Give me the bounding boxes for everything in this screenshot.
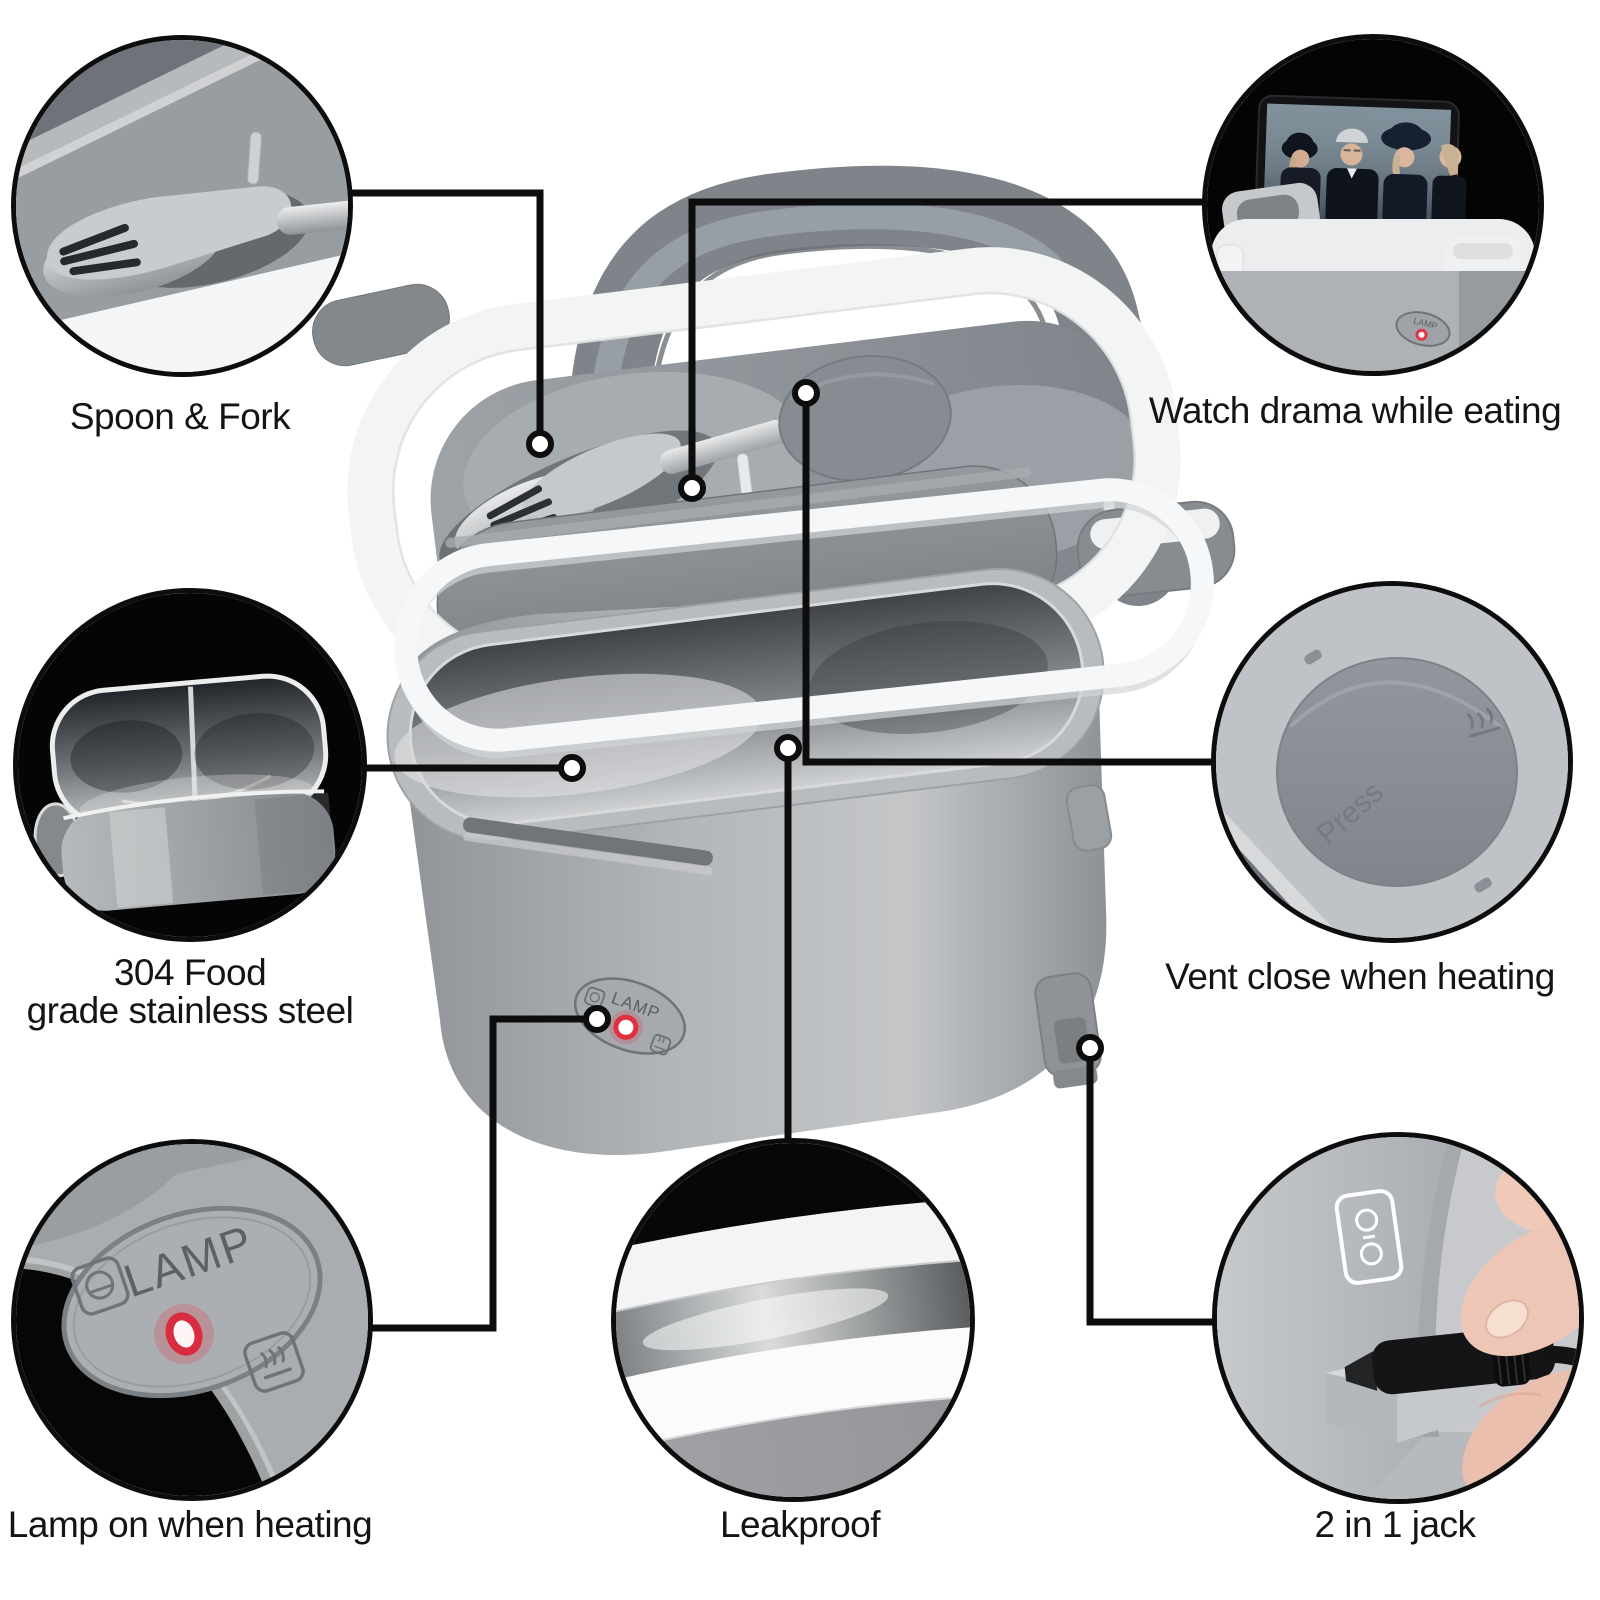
lamp-callout: LAMP bbox=[11, 1139, 373, 1501]
lid-left-tab bbox=[312, 283, 450, 367]
connector-drama bbox=[688, 198, 1208, 488]
vent-label: Vent close when heating bbox=[1165, 956, 1555, 997]
steel-tray bbox=[33, 673, 337, 911]
stainless-steel-label: 304 Food grade stainless steel bbox=[27, 954, 354, 1029]
silicone-gasket-ring bbox=[394, 478, 1214, 759]
connector-spoon bbox=[346, 189, 544, 444]
bowl-icon bbox=[70, 1256, 130, 1316]
anchor-dot bbox=[678, 474, 706, 502]
front-groove bbox=[463, 817, 713, 866]
seal-layers bbox=[616, 1143, 970, 1497]
watch-drama-label: Watch drama while eating bbox=[1148, 390, 1562, 431]
stainless-steel-callout bbox=[13, 588, 367, 942]
side-clip bbox=[1065, 784, 1113, 852]
spork-closeup bbox=[43, 186, 348, 298]
fingernail bbox=[1485, 1299, 1529, 1339]
stainless-steel-label-line2: grade stainless steel bbox=[26, 989, 354, 1031]
anchor-dot bbox=[583, 1005, 611, 1033]
watch-drama-callout: LAMP bbox=[1202, 34, 1544, 376]
lid-pin-closeup bbox=[247, 131, 262, 185]
vent-callout: Press bbox=[1211, 581, 1573, 943]
anchor-dot bbox=[1076, 1034, 1104, 1062]
led-indicator bbox=[613, 1014, 639, 1040]
leakproof-label: Leakproof bbox=[719, 1504, 881, 1545]
led-indicator bbox=[165, 1312, 203, 1356]
steam-icon bbox=[1466, 707, 1501, 738]
leakproof-callout bbox=[611, 1138, 975, 1502]
lamp-control-panel: LAMP bbox=[573, 977, 687, 1056]
stainless-steel-label-line1: 304 Food bbox=[113, 952, 267, 993]
anchor-dot bbox=[792, 379, 820, 407]
vent-cap: Press bbox=[1276, 649, 1518, 893]
power-socket-icon bbox=[1334, 1189, 1404, 1285]
spoon-fork-callout bbox=[11, 35, 353, 377]
lunchbox-with-phone: LAMP bbox=[1211, 182, 1535, 371]
led-indicator bbox=[1415, 328, 1428, 341]
jack-callout bbox=[1212, 1132, 1584, 1504]
connector-vent bbox=[802, 393, 1217, 766]
anchor-dot bbox=[558, 754, 586, 782]
spoon-fork-label: Spoon & Fork bbox=[69, 396, 291, 437]
anchor-dot bbox=[774, 734, 802, 762]
bowl-icon bbox=[583, 986, 606, 1009]
heat-icon bbox=[649, 1033, 672, 1056]
connector-lamp bbox=[368, 1015, 597, 1332]
connector-jack bbox=[1086, 1048, 1218, 1326]
lamp-label: Lamp on when heating bbox=[7, 1504, 373, 1545]
anchor-dot bbox=[526, 430, 554, 458]
jack-label: 2 in 1 jack bbox=[1314, 1504, 1476, 1545]
heat-icon bbox=[243, 1331, 305, 1393]
lamp-panel-closeup: LAMP bbox=[61, 1205, 323, 1399]
mini-lamp-panel: LAMP bbox=[1395, 311, 1451, 347]
